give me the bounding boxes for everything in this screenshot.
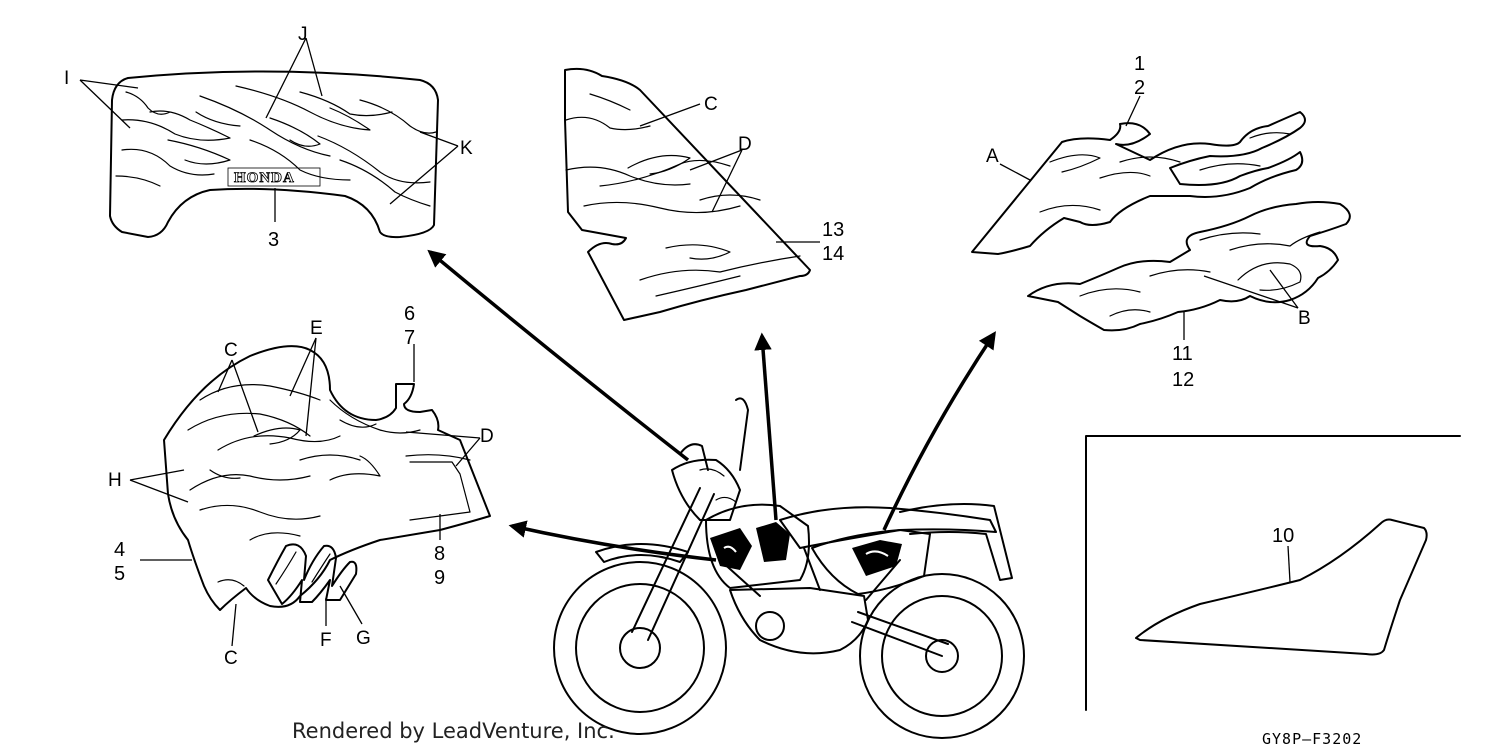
label-13: 13	[822, 219, 844, 241]
label-j: J	[298, 24, 308, 45]
label-2: 2	[1134, 77, 1145, 99]
inset-frame	[1085, 435, 1461, 711]
tank-decal-upper-outline	[971, 111, 1306, 255]
label-k: K	[460, 138, 473, 159]
label-b: B	[1298, 308, 1311, 329]
label-f: F	[320, 630, 332, 651]
arrow-to-shroud	[754, 332, 778, 521]
label-5: 5	[114, 563, 125, 585]
credit-text: Rendered by LeadVenture, Inc.	[292, 719, 615, 743]
tank-side-decal-outline	[163, 345, 491, 611]
cowl-decal-outline	[109, 70, 439, 239]
label-9: 9	[434, 567, 445, 589]
arrow-to-tank	[882, 331, 996, 531]
tank-side-decal	[163, 345, 491, 611]
label-c-top: C	[704, 94, 718, 115]
label-c-left-1: C	[224, 340, 238, 361]
label-d-top: D	[738, 134, 752, 155]
label-12: 12	[1172, 369, 1194, 391]
label-7: 7	[404, 327, 415, 349]
cowl-decal: HONDA	[109, 70, 439, 239]
label-g: G	[356, 628, 371, 649]
m-logo-decal	[267, 543, 358, 605]
motorcycle-illustration	[553, 397, 1025, 739]
label-14: 14	[822, 243, 844, 265]
tank-decal-upper	[971, 111, 1306, 255]
seat-inset	[1085, 435, 1461, 711]
honda-logo-text: HONDA	[234, 170, 295, 186]
label-i: I	[64, 68, 69, 89]
label-4: 4	[114, 539, 125, 561]
label-h: H	[108, 470, 122, 491]
label-10: 10	[1272, 525, 1294, 547]
figure-code: GY8P–F3202	[1262, 730, 1362, 748]
arrow-to-side	[508, 520, 717, 562]
label-3: 3	[268, 229, 279, 251]
label-8: 8	[434, 543, 445, 565]
label-6: 6	[404, 303, 415, 325]
label-d-left: D	[480, 426, 494, 447]
shroud-decal	[564, 67, 811, 321]
label-11: 11	[1172, 343, 1193, 365]
label-1: 1	[1134, 53, 1145, 75]
shroud-decal-outline	[564, 67, 811, 321]
tank-decal-lower	[1027, 201, 1351, 332]
label-a: A	[986, 146, 999, 167]
label-c-left-2: C	[224, 648, 238, 669]
arrow-to-cowl	[427, 249, 690, 462]
tank-decal-lower-outline	[1027, 201, 1351, 332]
label-e: E	[310, 318, 323, 339]
seat-outline	[1135, 518, 1428, 656]
